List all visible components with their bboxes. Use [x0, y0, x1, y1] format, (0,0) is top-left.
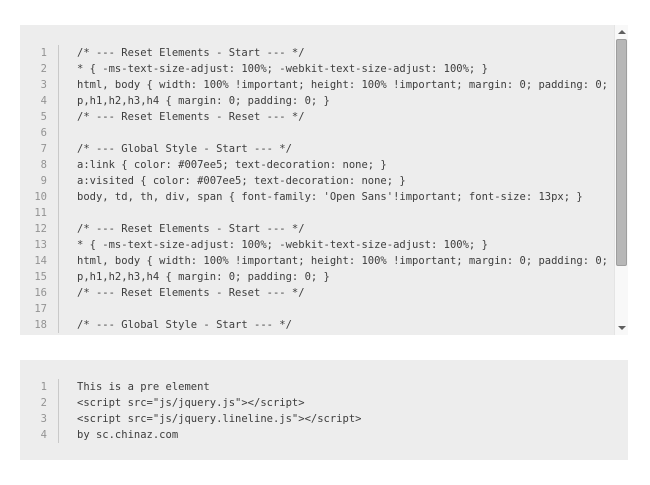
code-text: a:link { color: #007ee5; text-decoration…: [58, 157, 614, 173]
code-line-row: 5 /* --- Reset Elements - Reset --- */: [20, 109, 628, 125]
line-number: 4: [40, 95, 47, 107]
css-code-panel: 1 /* --- Reset Elements - Start --- */ 2 * …: [20, 25, 628, 335]
code-text: /* --- Reset Elements - Start --- */: [58, 221, 614, 237]
code-text: <script src="js/jquery.js"></script>: [58, 395, 628, 411]
code-text: [58, 125, 614, 141]
line-number: 6: [40, 127, 47, 139]
code-text: html, body { width: 100% !important; hei…: [58, 253, 614, 269]
code-text: This is a pre element: [58, 379, 628, 395]
code-line-row: 14 html, body { width: 100% !important; h…: [20, 253, 628, 269]
code-lines-container: 1 /* --- Reset Elements - Start --- */ 2 * …: [20, 25, 628, 333]
scroll-up-icon: [617, 30, 626, 34]
code-text: [58, 205, 614, 221]
line-number: 5: [40, 111, 47, 123]
line-number: 12: [34, 223, 47, 235]
code-line-row: 10 body, td, th, div, span { font-family:…: [20, 189, 628, 205]
code-text: /* --- Reset Elements - Reset --- */: [58, 109, 614, 125]
code-line-row: 12 /* --- Reset Elements - Start --- */: [20, 221, 628, 237]
line-number: 7: [40, 143, 47, 155]
line-number: 18: [34, 319, 47, 331]
code-line-row: 17: [20, 301, 628, 317]
code-line-row: 3 html, body { width: 100% !important; he…: [20, 77, 628, 93]
code-line-row: 2 <script src="js/jquery.js"></script>: [20, 395, 628, 411]
code-text: * { -ms-text-size-adjust: 100%; -webkit-…: [58, 237, 614, 253]
code-lines-container: 1 This is a pre element 2 <script src="js/j…: [20, 360, 628, 443]
line-number: 2: [40, 63, 47, 75]
code-text: by sc.chinaz.com: [58, 427, 628, 443]
vertical-scrollbar[interactable]: [614, 25, 628, 335]
code-text: html, body { width: 100% !important; hei…: [58, 77, 614, 93]
line-number: 16: [34, 287, 47, 299]
code-text: * { -ms-text-size-adjust: 100%; -webkit-…: [58, 61, 614, 77]
line-number: 1: [40, 381, 47, 393]
code-line-row: 2 * { -ms-text-size-adjust: 100%; -webkit…: [20, 61, 628, 77]
line-number: 4: [40, 429, 47, 441]
code-line-row: 9 a:visited { color: #007ee5; text-decora…: [20, 173, 628, 189]
code-line-row: 8 a:link { color: #007ee5; text-decoratio…: [20, 157, 628, 173]
line-number: 9: [40, 175, 47, 187]
code-text: <script src="js/jquery.lineline.js"></sc…: [58, 411, 628, 427]
code-text: p,h1,h2,h3,h4 { margin: 0; padding: 0; }: [58, 93, 614, 109]
code-line-row: 4 p,h1,h2,h3,h4 { margin: 0; padding: 0; …: [20, 93, 628, 109]
line-number: 3: [40, 79, 47, 91]
line-number: 8: [40, 159, 47, 171]
code-text: /* --- Reset Elements - Reset --- */: [58, 285, 614, 301]
scroll-down-icon: [617, 326, 626, 330]
code-text: body, td, th, div, span { font-family: '…: [58, 189, 614, 205]
code-line-row: 3 <script src="js/jquery.lineline.js"></s…: [20, 411, 628, 427]
code-line-row: 16 /* --- Reset Elements - Reset --- */: [20, 285, 628, 301]
code-line-row: 7 /* --- Global Style - Start --- */: [20, 141, 628, 157]
line-number: 17: [34, 303, 47, 315]
code-text: /* --- Global Style - Start --- */: [58, 317, 614, 333]
line-number: 10: [34, 191, 47, 203]
line-number: 1: [40, 47, 47, 59]
code-line-row: 6: [20, 125, 628, 141]
code-text: a:visited { color: #007ee5; text-decorat…: [58, 173, 614, 189]
line-number: 13: [34, 239, 47, 251]
code-line-row: 1 This is a pre element: [20, 379, 628, 395]
line-number: 14: [34, 255, 47, 267]
line-number: 2: [40, 397, 47, 409]
code-text: /* --- Global Style - Start --- */: [58, 141, 614, 157]
code-line-row: 1 /* --- Reset Elements - Start --- */: [20, 45, 628, 61]
scrollbar-thumb[interactable]: [616, 39, 627, 266]
scroll-up-button[interactable]: [615, 25, 628, 39]
code-text: [58, 301, 614, 317]
scroll-down-button[interactable]: [615, 321, 628, 335]
line-number: 11: [34, 207, 47, 219]
pre-element-panel: 1 This is a pre element 2 <script src="js/j…: [20, 360, 628, 460]
line-number: 3: [40, 413, 47, 425]
code-line-row: 15 p,h1,h2,h3,h4 { margin: 0; padding: 0;…: [20, 269, 628, 285]
code-text: /* --- Reset Elements - Start --- */: [58, 45, 614, 61]
code-line-row: 13 * { -ms-text-size-adjust: 100%; -webki…: [20, 237, 628, 253]
code-line-row: 4 by sc.chinaz.com: [20, 427, 628, 443]
code-line-row: 18 /* --- Global Style - Start --- */: [20, 317, 628, 333]
code-line-row: 11: [20, 205, 628, 221]
code-text: p,h1,h2,h3,h4 { margin: 0; padding: 0; }: [58, 269, 614, 285]
line-number: 15: [34, 271, 47, 283]
